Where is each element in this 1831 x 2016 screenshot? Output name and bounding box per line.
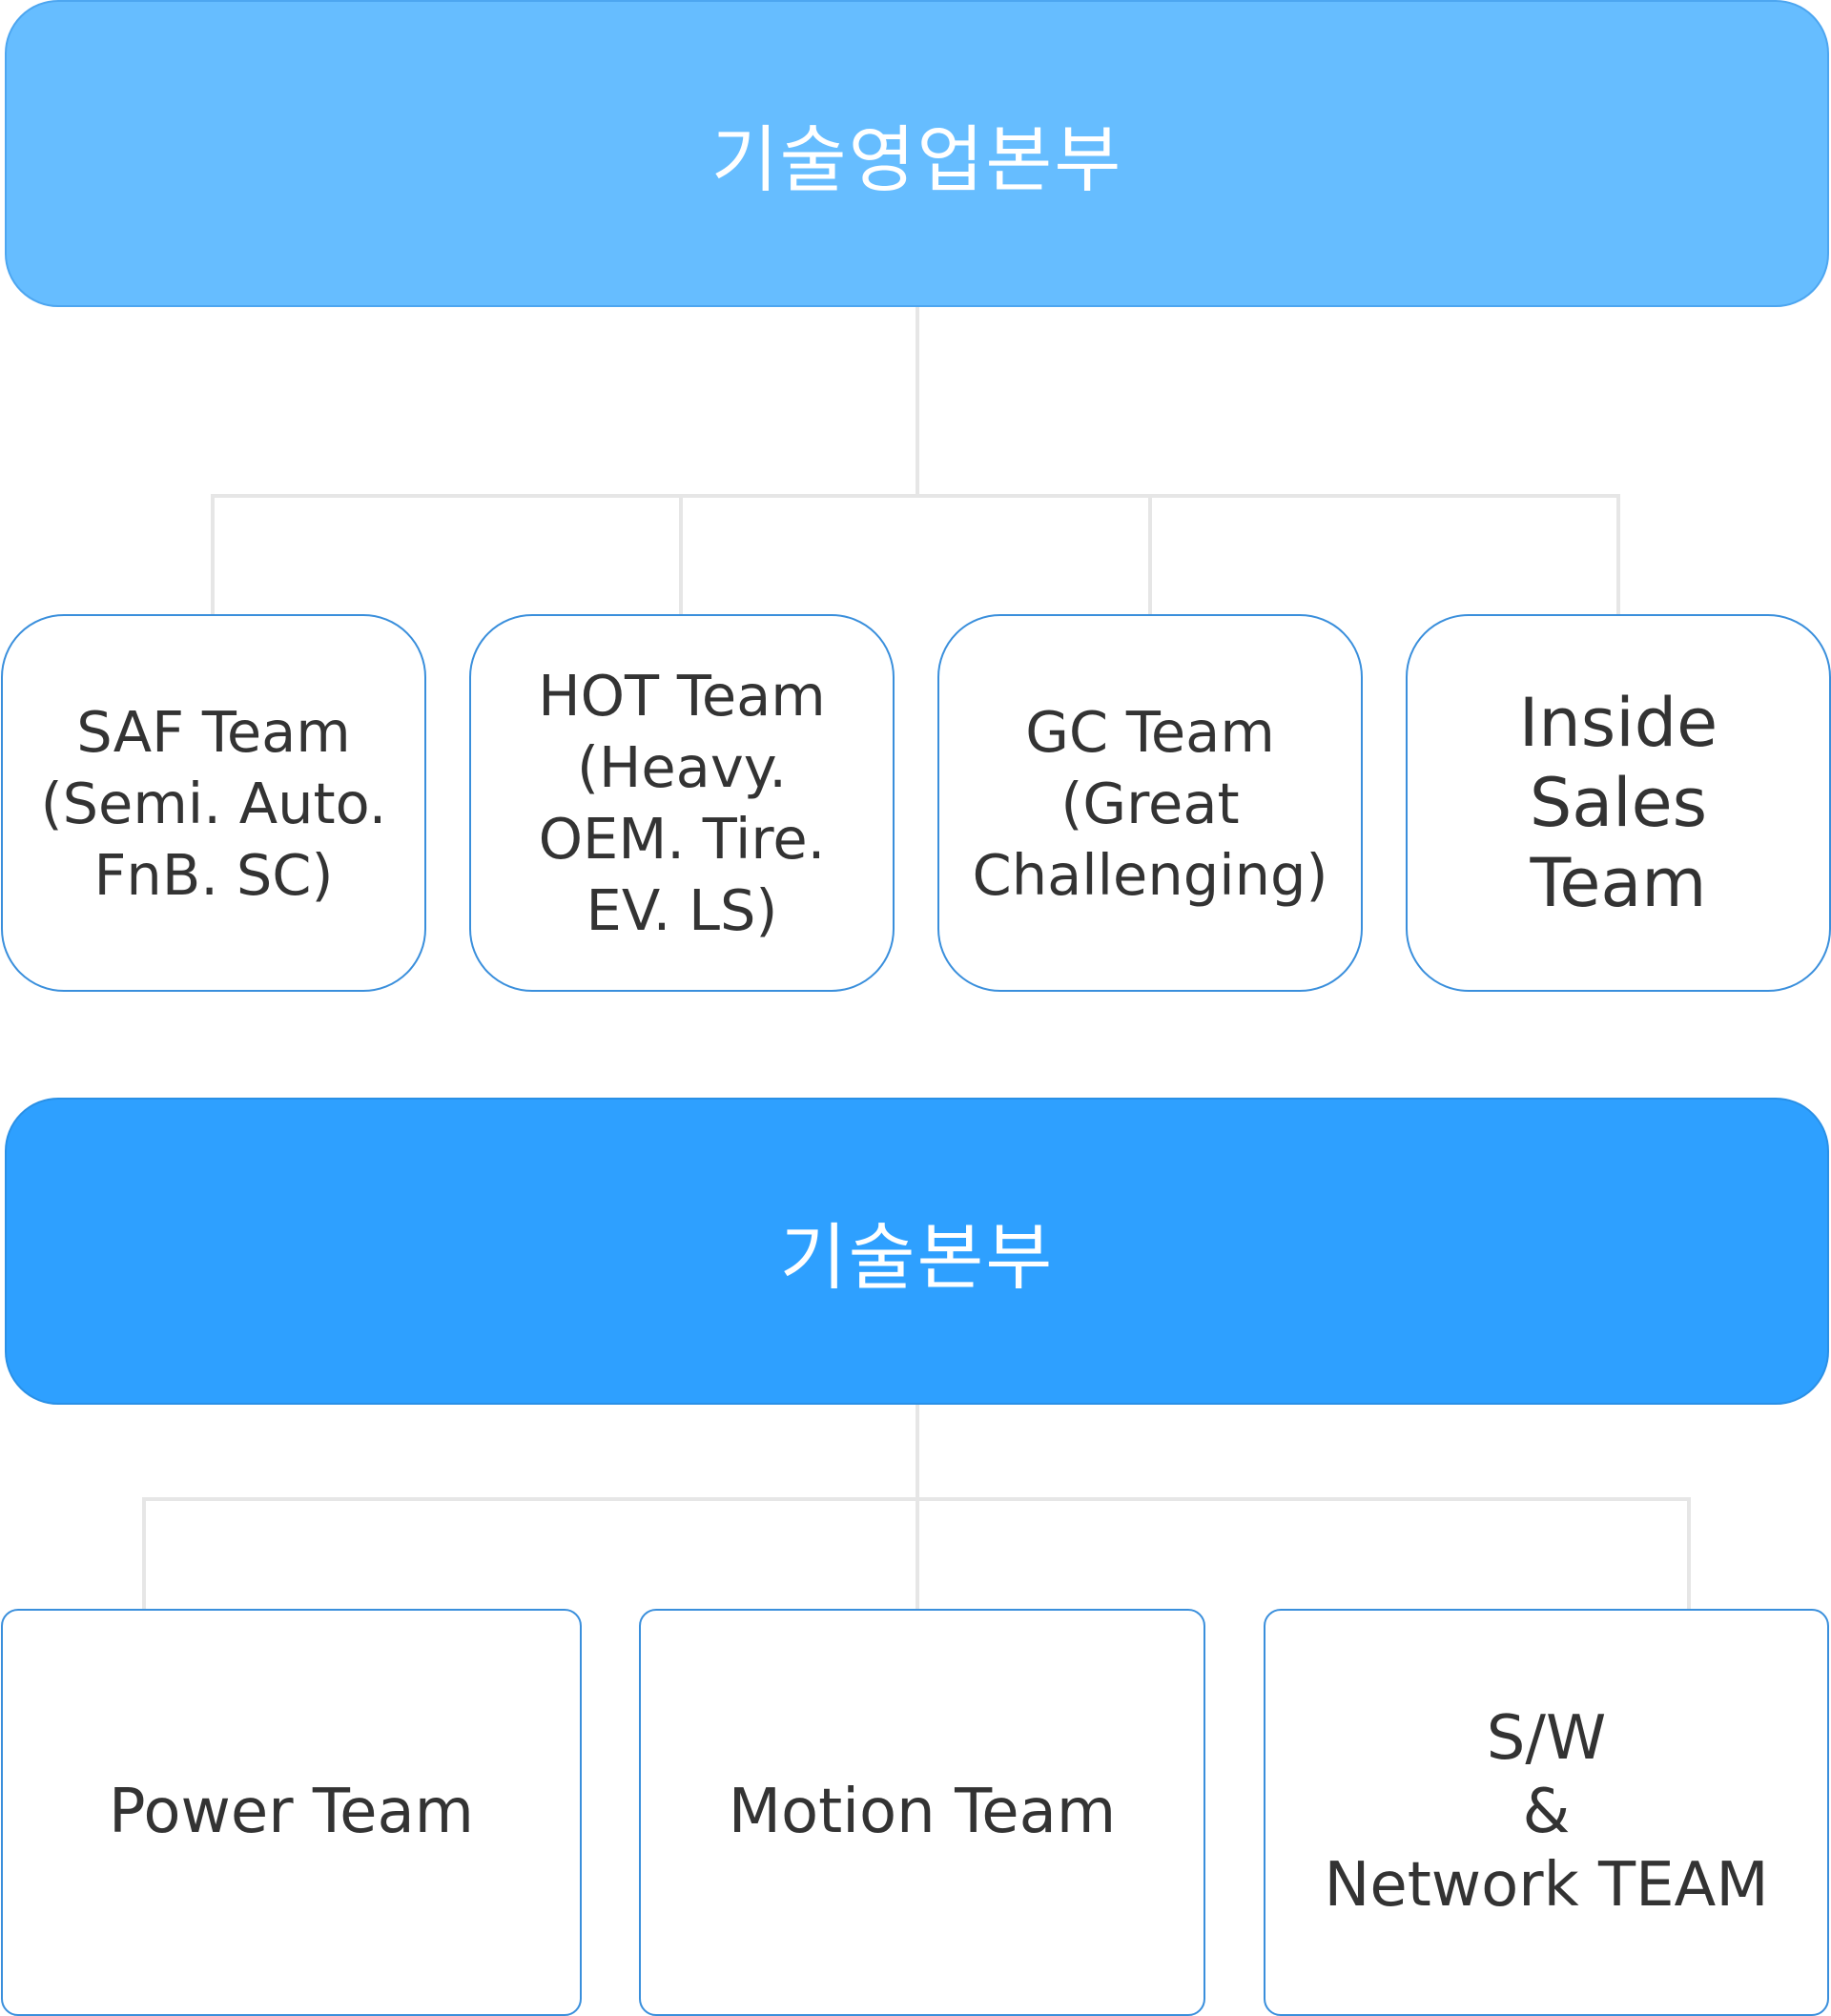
gc-team-line: GC Team (1025, 698, 1275, 765)
sw-network-team: S/W & Network TEAM (1264, 1609, 1829, 2016)
hot-team-line: (Heavy. (576, 734, 787, 800)
power-team-line: Power Team (109, 1777, 474, 1847)
sales-trunk-connector (916, 307, 919, 494)
hot-team-line: OEM. Tire. (538, 806, 826, 872)
hot-team-line: HOT Team (538, 663, 826, 729)
hot-team: HOT Team (Heavy. OEM. Tire. EV. LS) (469, 614, 895, 992)
technical-division-title: 기술본부 (779, 1215, 1055, 1300)
technical-sales-division: 기술영업본부 (5, 0, 1829, 307)
sw-network-team-line: & (1522, 1777, 1571, 1847)
tech-trunk-connector (916, 1405, 919, 1609)
motion-team-line: Motion Team (728, 1777, 1117, 1847)
sw-network-team-line: S/W (1486, 1703, 1607, 1774)
hot-team-line: EV. LS) (586, 877, 778, 943)
gc-team-line: (Great (1060, 770, 1240, 836)
sales-bus-connector (211, 494, 1620, 498)
power-team-drop-connector (142, 1497, 146, 1609)
technical-division: 기술본부 (5, 1098, 1829, 1405)
power-team: Power Team (1, 1609, 582, 2016)
sw-network-team-drop-connector (1687, 1497, 1691, 1609)
hot-team-drop-connector (679, 494, 683, 614)
saf-team-line: FnB. SC) (93, 841, 334, 908)
inside-sales-team-line: Sales (1529, 764, 1708, 842)
sw-network-team-line: Network TEAM (1324, 1850, 1769, 1921)
saf-team: SAF Team (Semi. Auto. FnB. SC) (1, 614, 426, 992)
saf-team-line: SAF Team (76, 698, 351, 765)
inside-sales-team-line: Inside (1518, 684, 1718, 762)
inside-sales-team: Inside Sales Team (1406, 614, 1831, 992)
saf-team-drop-connector (211, 494, 215, 614)
gc-team: GC Team (Great Challenging) (937, 614, 1363, 992)
inside-sales-team-drop-connector (1616, 494, 1620, 614)
tech-bus-connector (142, 1497, 1691, 1501)
gc-team-drop-connector (1148, 494, 1152, 614)
gc-team-line: Challenging) (972, 841, 1328, 908)
technical-sales-division-title: 기술영업본부 (710, 117, 1123, 202)
saf-team-line: (Semi. Auto. (40, 770, 387, 836)
inside-sales-team-line: Team (1530, 844, 1707, 922)
motion-team: Motion Team (639, 1609, 1205, 2016)
